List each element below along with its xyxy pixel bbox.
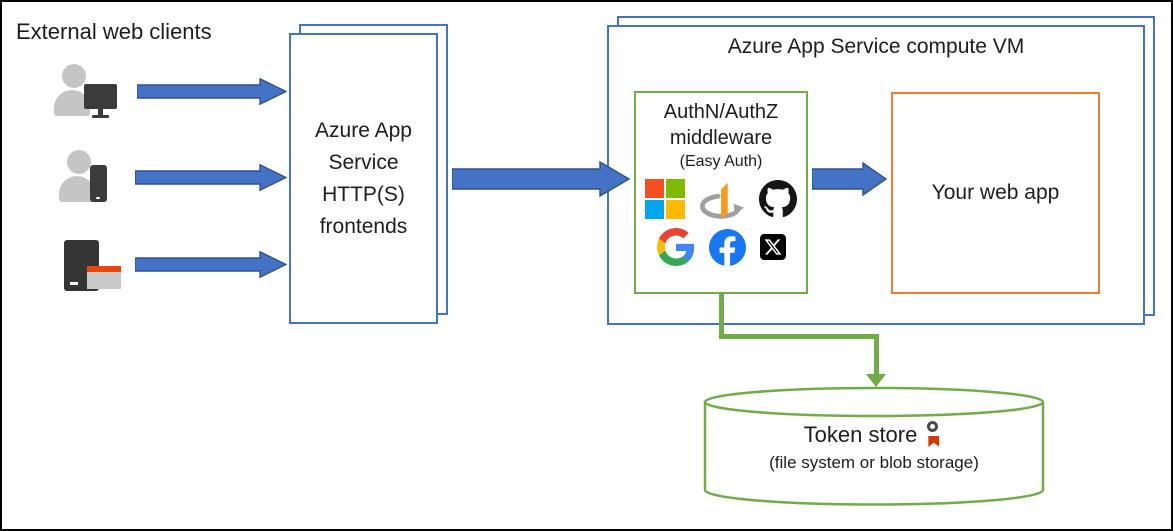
compute-vm-title: Azure App Service compute VM [727, 35, 1025, 58]
arrow-client1-to-frontends [137, 78, 287, 105]
webapp-label: Your web app [931, 181, 1060, 204]
facebook-icon [708, 228, 746, 266]
connector-arrowhead [866, 374, 886, 387]
token-store-subtitle: (file system or blob storage) [769, 453, 979, 472]
github-icon [759, 180, 797, 218]
arrow-authn-to-webapp [812, 162, 888, 196]
connector-down-to-store [874, 334, 879, 376]
frontends-box: Azure App Service HTTP(S) frontends [289, 33, 438, 324]
arrow-client3-to-frontends [135, 251, 287, 278]
arrow-frontends-to-vm [452, 161, 630, 197]
app-window-titlebar [87, 266, 121, 272]
google-icon [656, 228, 694, 266]
microsoft-icon [645, 179, 685, 219]
token-store-title: Token store [803, 421, 918, 447]
user-phone-icon [59, 150, 111, 206]
frontends-label: Azure App Service HTTP(S) frontends [315, 118, 412, 238]
phone-icon [90, 165, 107, 202]
token-badge-icon [926, 421, 944, 448]
openid-icon [699, 182, 745, 220]
monitor-icon [84, 84, 117, 109]
person-head [67, 150, 91, 174]
token-store-title-row: Token store [702, 421, 1046, 448]
server-app-icon [64, 238, 122, 292]
authn-title: AuthN/AuthZ middleware [663, 101, 779, 149]
connector-authn-down [719, 293, 724, 339]
user-desktop-icon [52, 64, 122, 122]
authn-subtitle: (Easy Auth) [679, 153, 763, 170]
arrow-client2-to-frontends [135, 164, 287, 191]
app-window-body [87, 272, 121, 289]
authn-middleware-box: AuthN/AuthZ middleware (Easy Auth) [634, 91, 808, 294]
person-body [59, 176, 95, 202]
webapp-box: Your web app [891, 92, 1100, 294]
provider-icon-row-2 [656, 226, 786, 268]
page-title: External web clients [16, 19, 212, 44]
token-store-cylinder [703, 386, 1045, 506]
x-icon [759, 234, 786, 260]
person-head [62, 64, 86, 88]
provider-icon-row-1 [645, 178, 797, 220]
connector-horizontal [719, 334, 879, 339]
